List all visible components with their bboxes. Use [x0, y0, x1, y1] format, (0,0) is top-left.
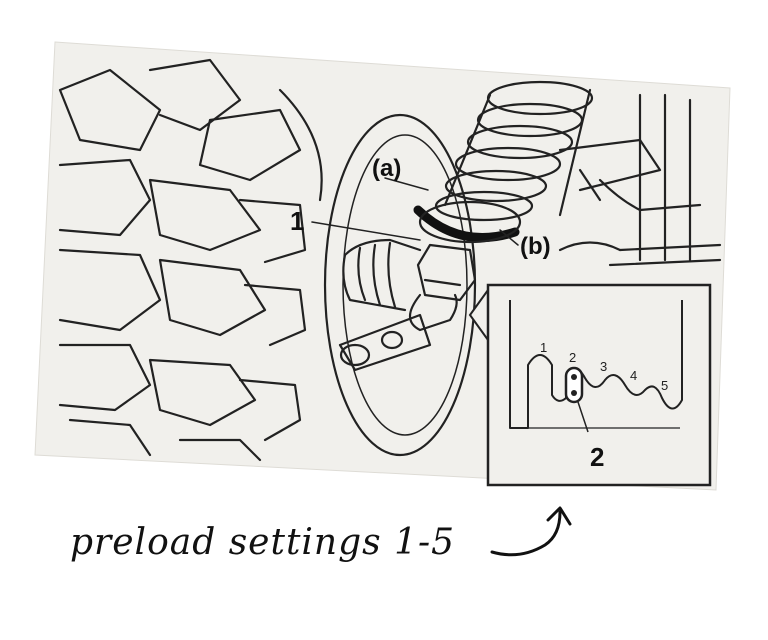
frame-tubes [558, 93, 722, 267]
adjuster-ring-b [418, 200, 522, 244]
position-1: 1 [540, 340, 547, 355]
callout-b: (b) [520, 233, 551, 260]
adjuster-ring-a [413, 205, 520, 243]
curved-arrow-icon [490, 506, 572, 557]
preload-indicator-pin [564, 366, 584, 404]
position-5: 5 [661, 378, 668, 393]
caption-handwritten: preload settings 1-5 [70, 522, 456, 563]
leader-lines [311, 177, 519, 246]
shock-spring [434, 80, 594, 222]
position-2: 2 [569, 350, 576, 365]
callout-a: (a) [372, 155, 401, 182]
callout-2: 2 [590, 442, 604, 472]
shock-body [338, 243, 477, 372]
position-4: 4 [630, 368, 637, 383]
inset-detail: 1 2 3 4 5 2 [468, 283, 712, 487]
cv-boot [342, 238, 422, 312]
wheel-rim [323, 113, 477, 457]
position-3: 3 [600, 359, 607, 374]
callout-1: 1 [290, 206, 304, 236]
tire-tread [58, 58, 323, 462]
